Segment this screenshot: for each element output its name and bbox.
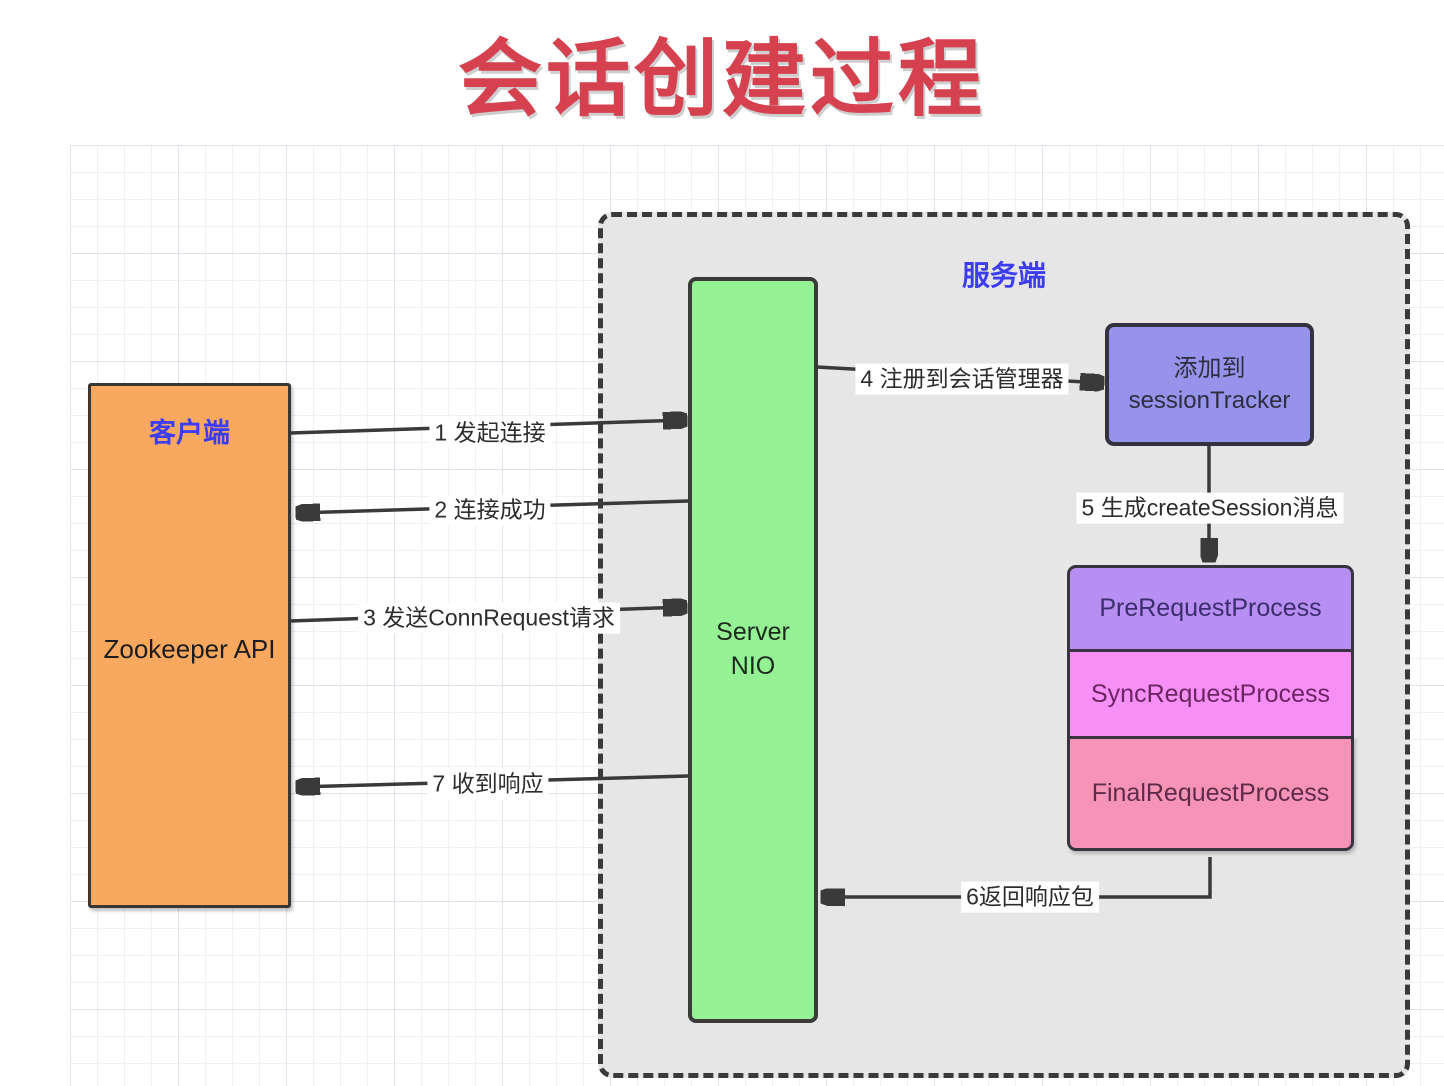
client-box: 客户端 Zookeeper API bbox=[88, 383, 291, 908]
arrow-3-label: 3 发送ConnRequest请求 bbox=[358, 602, 620, 634]
arrow-6-label: 6返回响应包 bbox=[961, 881, 1099, 913]
session-tracker-label-line1: 添加到 bbox=[1173, 355, 1246, 383]
client-box-subtitle: Zookeeper API bbox=[103, 634, 276, 664]
final-request-process-box: FinalRequestProcess bbox=[1067, 736, 1354, 851]
server-region-title: 服务端 bbox=[961, 260, 1047, 291]
arrow-1-label: 1 发起连接 bbox=[429, 417, 551, 449]
arrow-2-label: 2 连接成功 bbox=[429, 494, 551, 526]
server-nio-box: Server NIO bbox=[688, 277, 818, 1023]
pre-request-process-box: PreRequestProcess bbox=[1067, 565, 1354, 652]
session-tracker-label-line2: sessionTracker bbox=[1128, 386, 1291, 414]
request-processor-stack: PreRequestProcess SyncRequestProcess Fin… bbox=[1067, 565, 1354, 851]
server-nio-label-line2: NIO bbox=[730, 652, 776, 680]
session-tracker-box: 添加到 sessionTracker bbox=[1105, 323, 1314, 446]
client-box-title: 客户端 bbox=[149, 418, 230, 448]
server-nio-label-line1: Server bbox=[716, 618, 790, 647]
arrow-5-label: 5 生成createSession消息 bbox=[1076, 492, 1344, 524]
arrow-7-label: 7 收到响应 bbox=[427, 768, 549, 800]
arrow-4-label: 4 注册到会话管理器 bbox=[855, 363, 1069, 395]
page-title: 会话创建过程 bbox=[457, 32, 986, 126]
sync-request-process-box: SyncRequestProcess bbox=[1067, 649, 1354, 739]
